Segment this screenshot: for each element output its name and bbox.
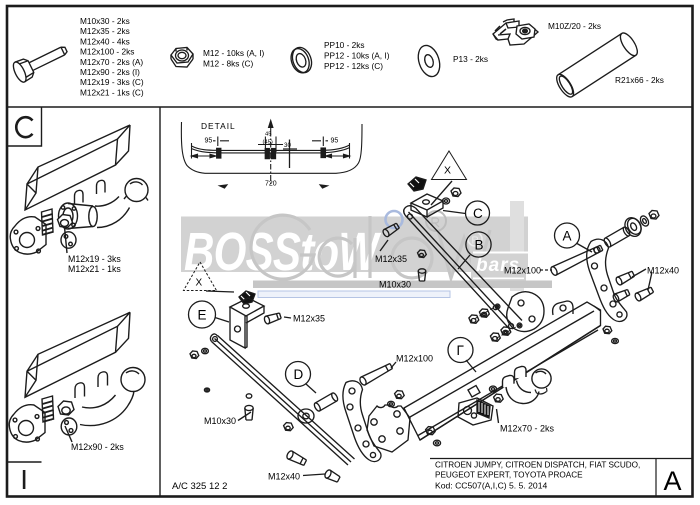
svg-text:M12x40 - 4ks: M12x40 - 4ks (80, 36, 130, 46)
svg-text:(45): (45) (263, 140, 273, 146)
svg-text:R: R (472, 236, 479, 247)
svg-text:M12x21 - 1ks: M12x21 - 1ks (68, 264, 121, 274)
svg-text:A: A (664, 466, 682, 496)
svg-text:A: A (563, 229, 572, 244)
svg-text:M12x90 - 2ks: M12x90 - 2ks (71, 442, 124, 452)
svg-text:M12x70 - 2ks (A): M12x70 - 2ks (A) (80, 57, 143, 67)
svg-text:D: D (294, 367, 304, 382)
svg-text:M10x30: M10x30 (204, 416, 236, 426)
svg-text:720: 720 (265, 181, 277, 188)
svg-text:M12x35: M12x35 (293, 314, 325, 324)
svg-text:95: 95 (331, 138, 339, 145)
svg-text:M12x100 - 2ks: M12x100 - 2ks (80, 47, 134, 57)
svg-text:M10x30: M10x30 (379, 280, 411, 290)
svg-text:95: 95 (205, 138, 213, 145)
svg-text:E: E (198, 308, 207, 323)
svg-text:M12x21 - 1ks (C): M12x21 - 1ks (C) (80, 87, 144, 97)
svg-text:Kod: CC507(A,I,C) 5. 5. 2014: Kod: CC507(A,I,C) 5. 5. 2014 (435, 481, 547, 491)
svg-text:DETAIL: DETAIL (201, 121, 236, 131)
svg-text:M12x90 - 2ks (I): M12x90 - 2ks (I) (80, 67, 140, 77)
svg-text:B: B (475, 238, 484, 253)
svg-text:PP10 - 2ks: PP10 - 2ks (324, 40, 365, 50)
svg-text:M12x40: M12x40 (647, 266, 679, 276)
svg-text:M12x40: M12x40 (268, 472, 300, 482)
svg-text:M10x30 - 2ks: M10x30 - 2ks (80, 16, 130, 26)
svg-text:M12x19 - 3ks (C): M12x19 - 3ks (C) (80, 77, 144, 87)
svg-text:PP12 - 10ks (A, I): PP12 - 10ks (A, I) (324, 51, 390, 61)
svg-text:C: C (473, 206, 483, 221)
svg-text:M12x100: M12x100 (396, 354, 433, 364)
svg-text:M12x70 - 2ks: M12x70 - 2ks (500, 424, 555, 434)
svg-text:M12 - 10ks (A, I): M12 - 10ks (A, I) (203, 48, 265, 58)
svg-text:BOSStoW: BOSStoW (184, 222, 382, 282)
svg-text:CITROEN JUMPY, CITROEN DISPATC: CITROEN JUMPY, CITROEN DISPATCH, FIAT SC… (435, 461, 640, 470)
svg-text:M10Z/20 - 2ks: M10Z/20 - 2ks (548, 21, 601, 31)
svg-text:45: 45 (265, 132, 271, 138)
svg-text:bars: bars (476, 255, 520, 276)
svg-text:30: 30 (284, 142, 291, 149)
svg-text:PEUGEOT EXPERT, TOYOTA PROACE: PEUGEOT EXPERT, TOYOTA PROACE (435, 471, 583, 480)
svg-text:M12x35: M12x35 (375, 254, 407, 264)
svg-text:X: X (196, 278, 203, 289)
svg-text:P13 - 2ks: P13 - 2ks (453, 54, 488, 64)
svg-text:A/C 325 12 2: A/C 325 12 2 (172, 481, 227, 492)
svg-text:X: X (444, 165, 451, 177)
svg-text:M12x35 - 2ks: M12x35 - 2ks (80, 26, 130, 36)
svg-text:Γ: Γ (457, 343, 465, 358)
svg-text:R21x66 - 2ks: R21x66 - 2ks (615, 75, 664, 85)
svg-text:M12x19 - 3ks: M12x19 - 3ks (68, 254, 121, 264)
svg-text:M12x100: M12x100 (504, 266, 541, 276)
svg-text:PP12 - 12ks (C): PP12 - 12ks (C) (324, 61, 383, 71)
svg-text:M12 - 8ks (C): M12 - 8ks (C) (203, 59, 253, 69)
